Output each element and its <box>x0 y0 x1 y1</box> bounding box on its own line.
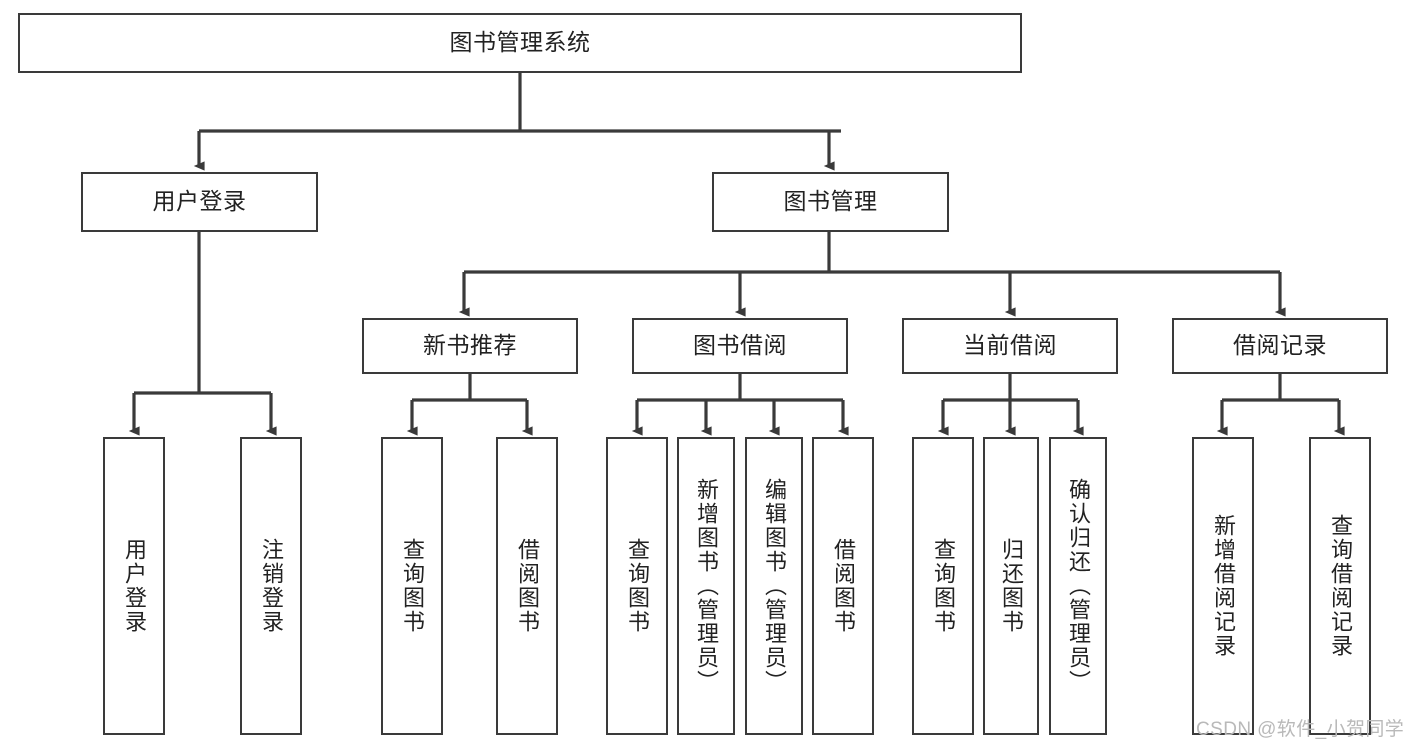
node-label: 新增借阅记录 <box>1211 514 1236 658</box>
node-leaf-borrow-book-recommend[interactable]: 借阅图书 <box>496 437 558 735</box>
node-book-borrow[interactable]: 图书借阅 <box>632 318 848 374</box>
node-leaf-user-logout[interactable]: 注销登录 <box>240 437 302 735</box>
node-label: 查询图书 <box>400 538 425 634</box>
node-new-book-recommend[interactable]: 新书推荐 <box>362 318 578 374</box>
node-root-book-management-system[interactable]: 图书管理系统 <box>18 13 1022 73</box>
node-label: 当前借阅 <box>963 332 1057 359</box>
node-label: 新书推荐 <box>423 332 517 359</box>
node-book-management[interactable]: 图书管理 <box>712 172 949 232</box>
node-label: 查询图书 <box>931 538 956 634</box>
node-label: 编辑图书（管理员） <box>762 478 787 694</box>
node-leaf-borrow-book[interactable]: 借阅图书 <box>812 437 874 735</box>
node-leaf-query-book-borrow[interactable]: 查询图书 <box>606 437 668 735</box>
node-label: 查询借阅记录 <box>1328 514 1353 658</box>
node-leaf-add-borrow-record[interactable]: 新增借阅记录 <box>1192 437 1254 735</box>
node-label: 借阅记录 <box>1233 332 1327 359</box>
node-label: 注销登录 <box>259 538 284 634</box>
node-label: 借阅图书 <box>831 538 856 634</box>
node-label: 用户登录 <box>122 538 147 634</box>
node-label: 图书管理 <box>783 188 878 215</box>
node-leaf-query-book-current[interactable]: 查询图书 <box>912 437 974 735</box>
node-leaf-user-login[interactable]: 用户登录 <box>103 437 165 735</box>
node-label: 图书管理系统 <box>449 29 591 56</box>
node-leaf-return-book[interactable]: 归还图书 <box>983 437 1039 735</box>
node-label: 用户登录 <box>152 188 247 215</box>
node-label: 借阅图书 <box>515 538 540 634</box>
node-current-borrow[interactable]: 当前借阅 <box>902 318 1118 374</box>
node-leaf-add-book[interactable]: 新增图书（管理员） <box>677 437 735 735</box>
node-label: 新增图书（管理员） <box>694 478 719 694</box>
node-user-login[interactable]: 用户登录 <box>81 172 318 232</box>
csdn-watermark: CSDN @软件_小贺同学 <box>1196 719 1405 740</box>
node-label: 图书借阅 <box>693 332 787 359</box>
node-borrow-record[interactable]: 借阅记录 <box>1172 318 1388 374</box>
node-leaf-query-borrow-record[interactable]: 查询借阅记录 <box>1309 437 1371 735</box>
node-leaf-edit-book[interactable]: 编辑图书（管理员） <box>745 437 803 735</box>
node-label: 查询图书 <box>625 538 650 634</box>
node-label: 归还图书 <box>999 538 1024 634</box>
node-leaf-query-book-recommend[interactable]: 查询图书 <box>381 437 443 735</box>
node-leaf-confirm-return[interactable]: 确认归还（管理员） <box>1049 437 1107 735</box>
node-label: 确认归还（管理员） <box>1066 478 1091 694</box>
